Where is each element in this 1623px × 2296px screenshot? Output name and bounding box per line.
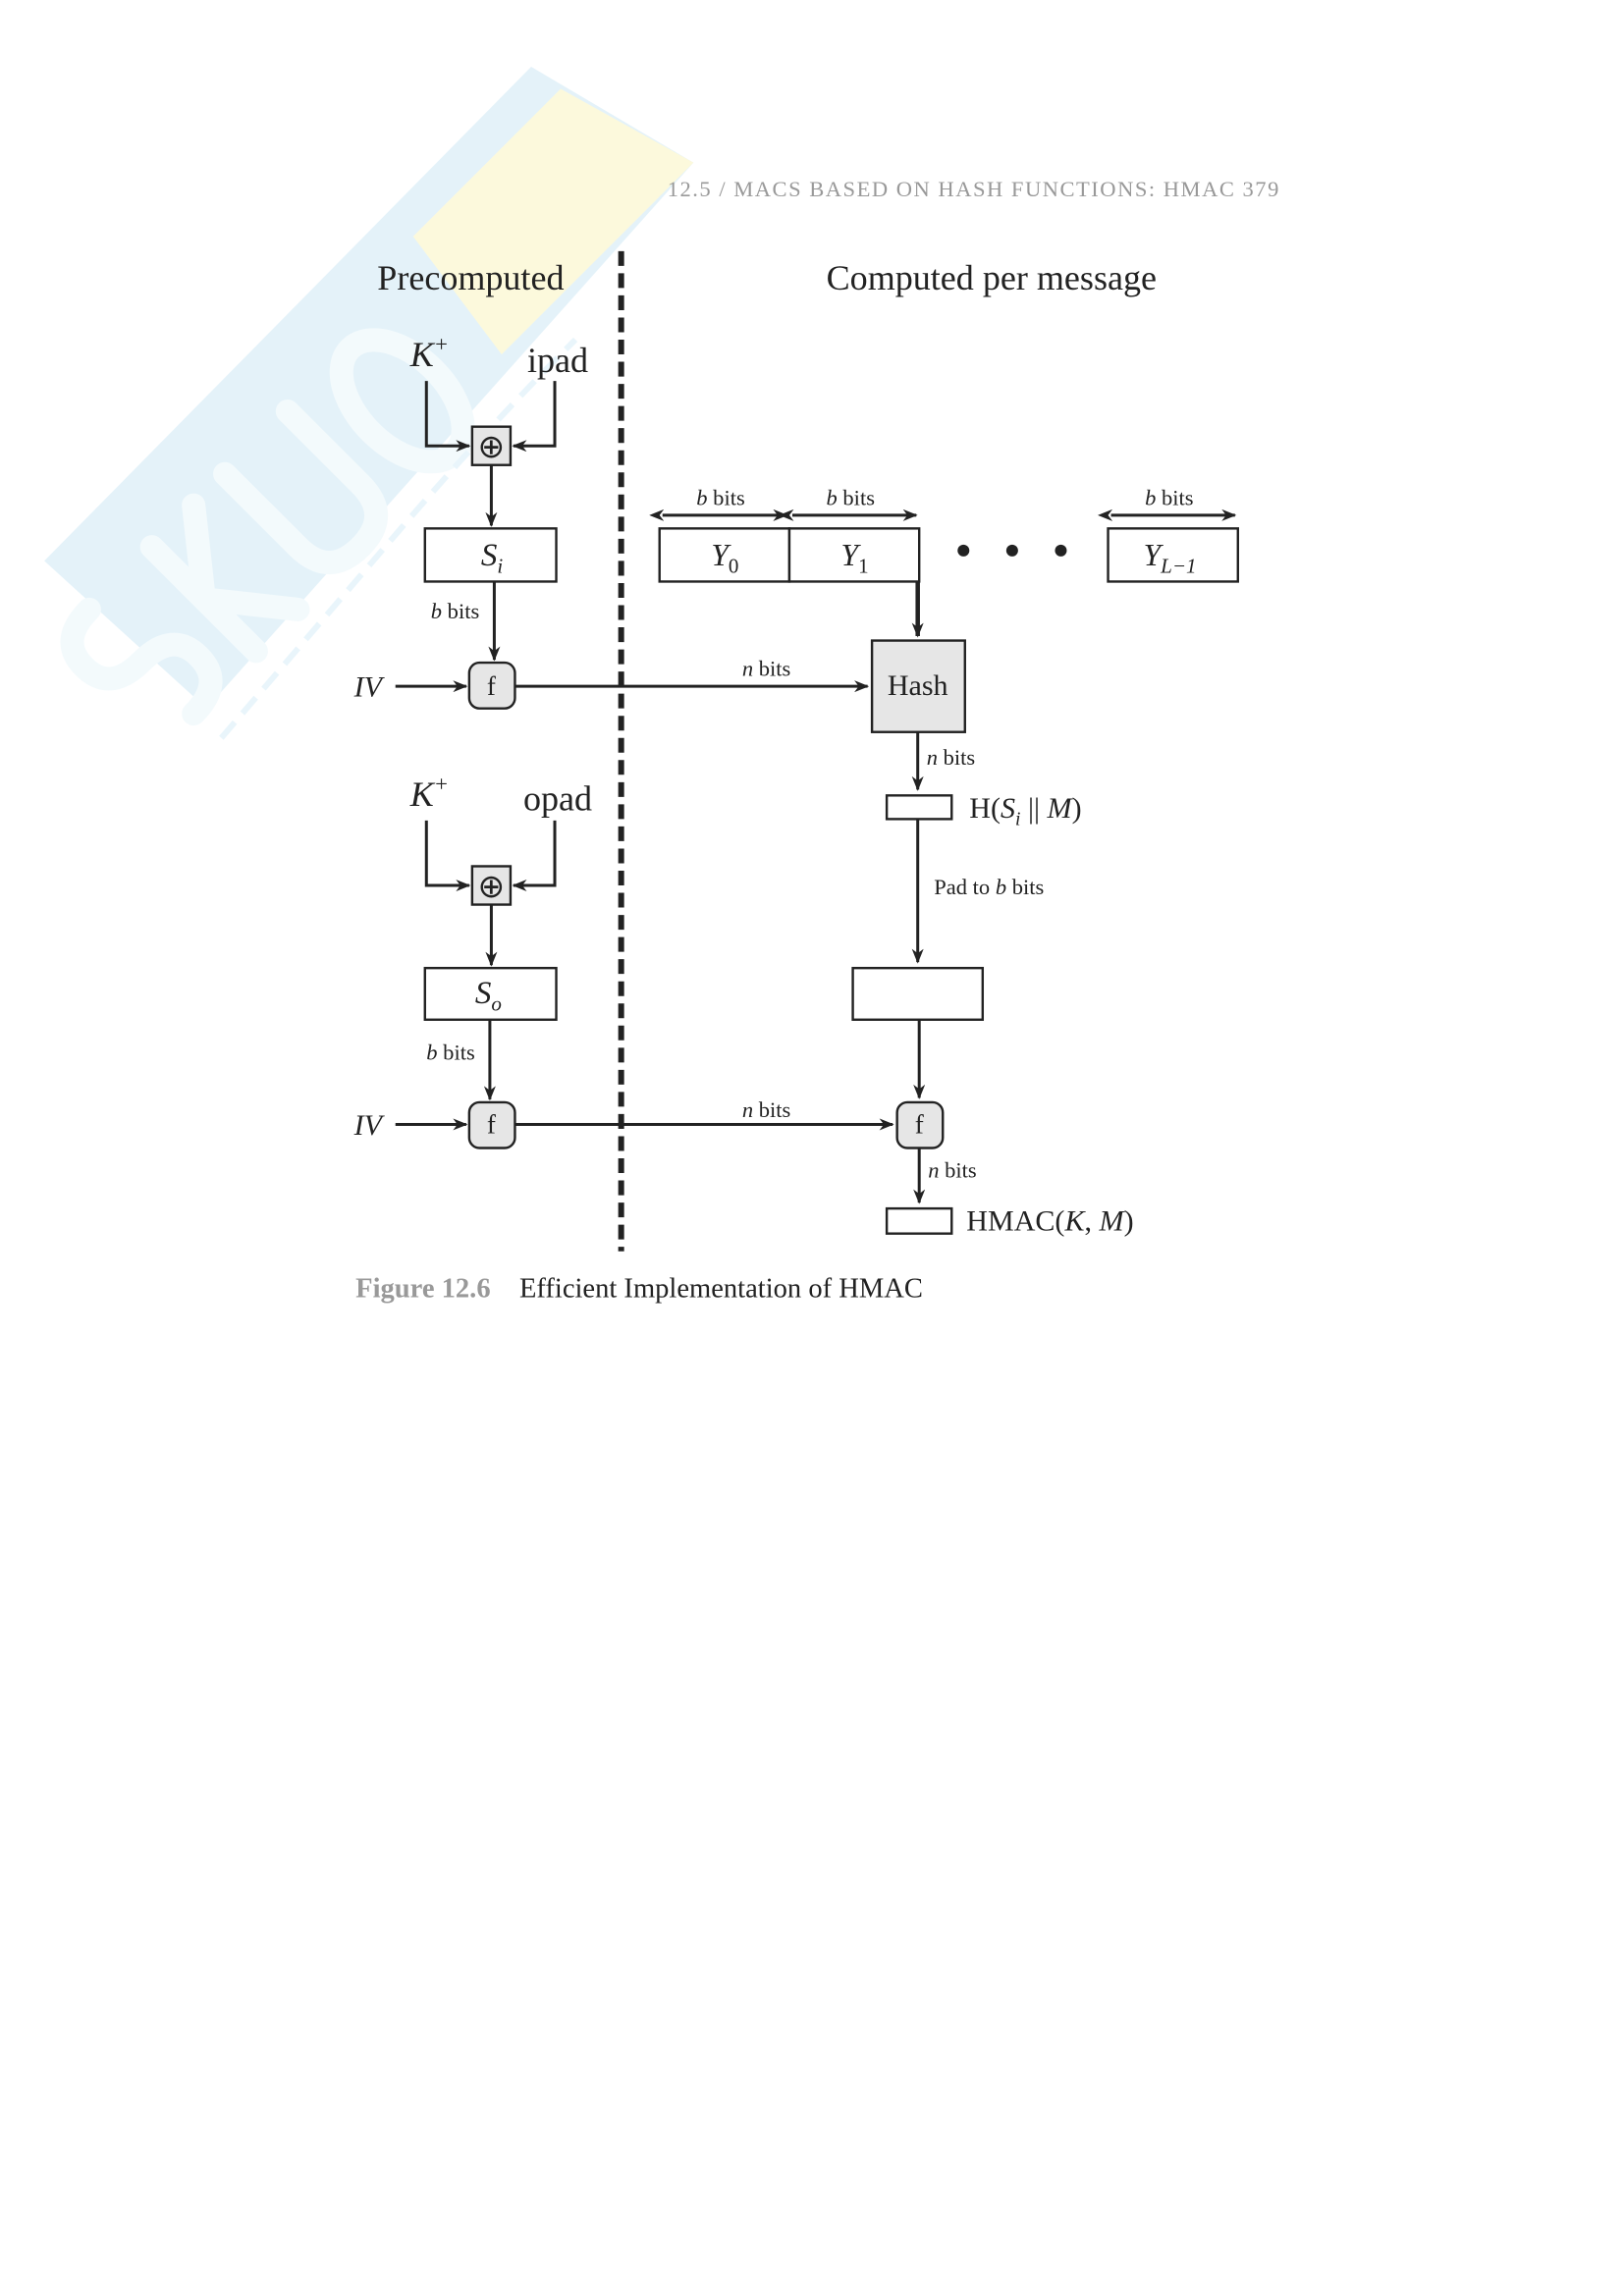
left-title: Precomputed — [377, 258, 564, 297]
k-plus-label-2: K+ — [409, 772, 449, 814]
iv-label-2: IV — [353, 1108, 386, 1142]
opad-label: opad — [523, 778, 592, 818]
right-title: Computed per message — [827, 258, 1157, 297]
hmac-label: HMAC(K, M) — [966, 1204, 1133, 1238]
inner-hash-label: H(Si || M) — [969, 791, 1081, 830]
f-label-1: f — [487, 671, 496, 701]
n-bits-label-1: n bits — [742, 657, 790, 681]
hash-label: Hash — [888, 668, 948, 702]
b-bits-y1: b bits — [827, 485, 875, 509]
b-bits-yl: b bits — [1145, 485, 1193, 509]
pad-label: Pad to b bits — [934, 875, 1044, 899]
b-bits-y0: b bits — [696, 485, 744, 509]
ellipsis-dot — [1006, 545, 1018, 557]
f-label-3: f — [915, 1109, 924, 1139]
b-bits-label-1: b bits — [431, 599, 479, 623]
watermark-logo — [44, 67, 693, 745]
xor-icon: ⊕ — [478, 430, 506, 465]
padded-block — [853, 968, 983, 1020]
inner-hash-output — [887, 795, 951, 819]
ellipsis-dot — [957, 545, 969, 557]
figure-number: Figure 12.6 — [355, 1273, 490, 1304]
f-label-2: f — [487, 1109, 496, 1139]
xor-icon: ⊕ — [478, 870, 506, 905]
iv-label-1: IV — [353, 670, 386, 704]
n-bits-label-2: n bits — [927, 745, 975, 770]
n-bits-label-4: n bits — [928, 1158, 976, 1183]
ellipsis-dot — [1055, 545, 1066, 557]
figure-title: Efficient Implementation of HMAC — [519, 1273, 923, 1304]
n-bits-label-3: n bits — [742, 1097, 790, 1122]
ipad-label: ipad — [527, 341, 588, 380]
b-bits-label-2: b bits — [426, 1040, 474, 1064]
page-header: 12.5 / MACS BASED ON HASH FUNCTIONS: HMA… — [668, 177, 1280, 201]
hmac-output — [887, 1208, 951, 1234]
